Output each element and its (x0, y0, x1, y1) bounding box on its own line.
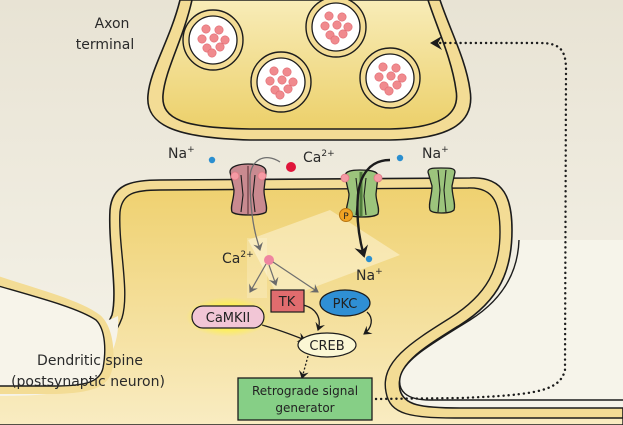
vesicle (359, 47, 421, 109)
neurotransmitter-dot (332, 20, 342, 30)
retrograde-label-line1: Retrograde signal (252, 384, 358, 398)
axon-terminal-label-line2: terminal (76, 37, 134, 53)
nmda-receptor-channel[interactable] (229, 163, 268, 216)
left-extracellular-region (0, 276, 114, 394)
ion-label-ca-top: Ca2+ (303, 149, 335, 166)
tk-label: TK (278, 295, 296, 310)
ion-label-na-right: Na+ (422, 145, 449, 162)
neurotransmitter-dot (288, 77, 298, 87)
synaptic-vesicles (182, 0, 421, 113)
camkii-node[interactable]: CaMKII (191, 305, 265, 329)
neurotransmitter-dot (209, 33, 219, 43)
calcium-ion (286, 162, 296, 172)
neurotransmitter-dot (282, 67, 292, 77)
calcium-ion-intracellular (264, 255, 274, 265)
glutamate-binding-site (340, 173, 350, 183)
tk-node[interactable]: TK (270, 289, 305, 313)
ion-label-na-inside: Na+ (356, 267, 383, 284)
neurotransmitter-dot (320, 21, 330, 31)
arrow-tk-to-creb (302, 304, 325, 331)
neurotransmitter-dot (269, 66, 279, 76)
phospho-label: P (343, 212, 349, 222)
glutamate-binding-site (230, 171, 240, 181)
ion-label-ca-inside: Ca2+ (222, 250, 254, 267)
highlight-beam (247, 238, 267, 298)
sodium-channel[interactable] (427, 167, 456, 214)
neurotransmitter-dot (275, 90, 285, 100)
axon-terminal-label-line1: Axon (95, 16, 130, 32)
retrograde-signal-generator[interactable]: Retrograde signal generator (237, 377, 373, 421)
neurotransmitter-dot (214, 25, 224, 35)
camkii-label: CaMKII (206, 311, 250, 326)
arrow-ca-to-pkc (272, 261, 319, 293)
neurotransmitter-dot (392, 80, 402, 90)
neurotransmitter-dot (324, 11, 334, 21)
neurotransmitter-dot (391, 63, 401, 73)
calcium-signaling-arrows (249, 261, 319, 293)
calcium-influx-arrow (249, 157, 281, 251)
pkc-node[interactable]: PKC (319, 289, 371, 317)
neurotransmitter-dot (220, 35, 230, 45)
retrograde-label-line2: generator (275, 401, 334, 415)
vesicle (250, 51, 312, 113)
sodium-ion (208, 156, 216, 164)
arrow-pkc-to-creb (363, 311, 373, 335)
highlight-triangle (248, 210, 400, 300)
sodium-influx-arrow (354, 158, 391, 258)
dendritic-spine-label-line2: (postsynaptic neuron) (11, 374, 165, 390)
neurotransmitter-dot (397, 73, 407, 83)
vesicle (305, 0, 367, 58)
dendritic-spine-label-line1: Dendritic spine (37, 353, 143, 369)
neurotransmitter-dot (330, 35, 340, 45)
neurotransmitter-dot (197, 34, 207, 44)
sodium-ion-intracellular (365, 255, 373, 263)
neurotransmitter-dot (338, 29, 348, 39)
sodium-ion (396, 154, 404, 162)
neurotransmitter-dot (337, 12, 347, 22)
right-extracellular-region (398, 239, 623, 401)
neurotransmitter-dot (378, 62, 388, 72)
neurotransmitter-dot (384, 86, 394, 96)
creb-label: CREB (309, 339, 344, 354)
neurotransmitter-dot (343, 22, 353, 32)
neurotransmitter-dot (277, 75, 287, 85)
pkc-label: PKC (333, 297, 358, 312)
neurotransmitter-dot (201, 24, 211, 34)
ion-label-na-left: Na+ (168, 145, 195, 162)
creb-node[interactable]: CREB (297, 332, 357, 358)
glutamate-binding-site (257, 171, 267, 181)
neurotransmitter-dot (283, 84, 293, 94)
arrow-ca-to-tk (268, 264, 279, 286)
neurotransmitter-dot (265, 76, 275, 86)
phosphorylation-badge: P (339, 208, 353, 222)
neurotransmitter-dot (374, 72, 384, 82)
neurotransmitter-dot (386, 71, 396, 81)
vesicle (182, 9, 244, 71)
glutamate-binding-site (373, 173, 383, 183)
arrow-ca-to-camkii (249, 263, 267, 293)
neurotransmitter-dot (215, 42, 225, 52)
neurotransmitter-dot (207, 48, 217, 58)
